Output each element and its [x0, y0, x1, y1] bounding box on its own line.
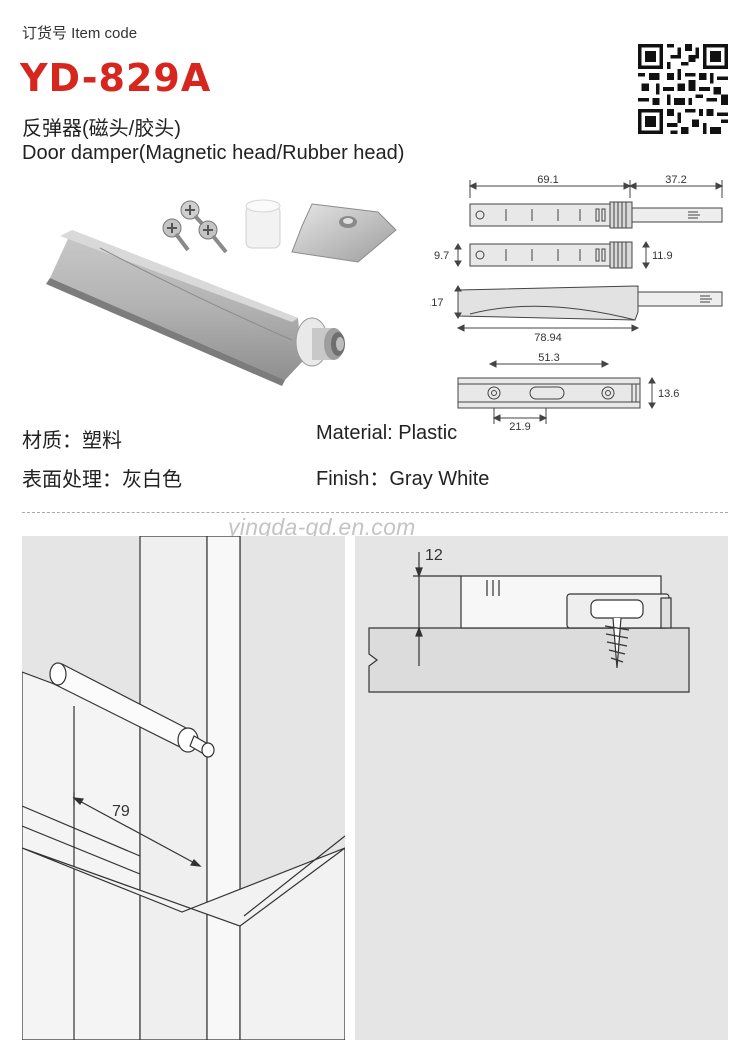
dim-37-2: 37.2 [665, 174, 686, 186]
damper-side-view [460, 575, 672, 669]
qr-code-icon [638, 44, 728, 134]
dim-51-3: 51.3 [538, 352, 559, 364]
install-diagram-left: 79 [22, 536, 345, 1040]
product-name-cn: 反弹器(磁头/胶头) [22, 118, 181, 140]
side-view: 16.17 78.94 [430, 285, 723, 344]
damper-plunger [295, 317, 345, 367]
screws [162, 200, 228, 254]
bottom-view: 51.3 13.6 21.9 [457, 352, 679, 433]
dim-78-94: 78.94 [534, 332, 562, 344]
dim-13-6: 13.6 [658, 388, 679, 400]
top-view [469, 201, 723, 229]
install-diagram-right: 12 [355, 536, 728, 1040]
material-en: Material: Plastic [316, 422, 458, 444]
dim-11-9: 11.9 [652, 250, 673, 262]
magnetic-plate [291, 203, 397, 263]
finish-cn: 表面处理：灰白色 [22, 469, 182, 491]
dim-length-main: 69.1 [468, 174, 632, 198]
dim-69-1: 69.1 [537, 174, 558, 186]
item-code-label: 订货号 Item code [22, 25, 138, 42]
dim-12: 12 [425, 547, 443, 564]
dim-79: 79 [112, 803, 130, 820]
dim-16-17: 16.17 [430, 297, 444, 309]
dim-21-9: 21.9 [509, 421, 530, 433]
dim-length-plunger: 37.2 [628, 174, 724, 198]
model-number: YD-829A [20, 56, 212, 100]
technical-drawing: 69.1 37.2 9.7 11.9 16.17 78 [430, 174, 724, 433]
front-view: 9.7 11.9 [434, 241, 673, 269]
dim-9-7: 9.7 [434, 250, 449, 262]
damper-body [46, 230, 302, 386]
finish-en: Finish：Gray White [316, 468, 490, 490]
product-photo [46, 199, 397, 386]
product-name-en: Door damper(Magnetic head/Rubber head) [22, 142, 405, 164]
dashed-divider [22, 512, 728, 513]
damper-installed [49, 662, 215, 758]
rubber-cap [245, 199, 281, 249]
material-cn: 材质：塑料 [22, 430, 122, 452]
watermark: yingda-gd.en.com [228, 514, 416, 540]
